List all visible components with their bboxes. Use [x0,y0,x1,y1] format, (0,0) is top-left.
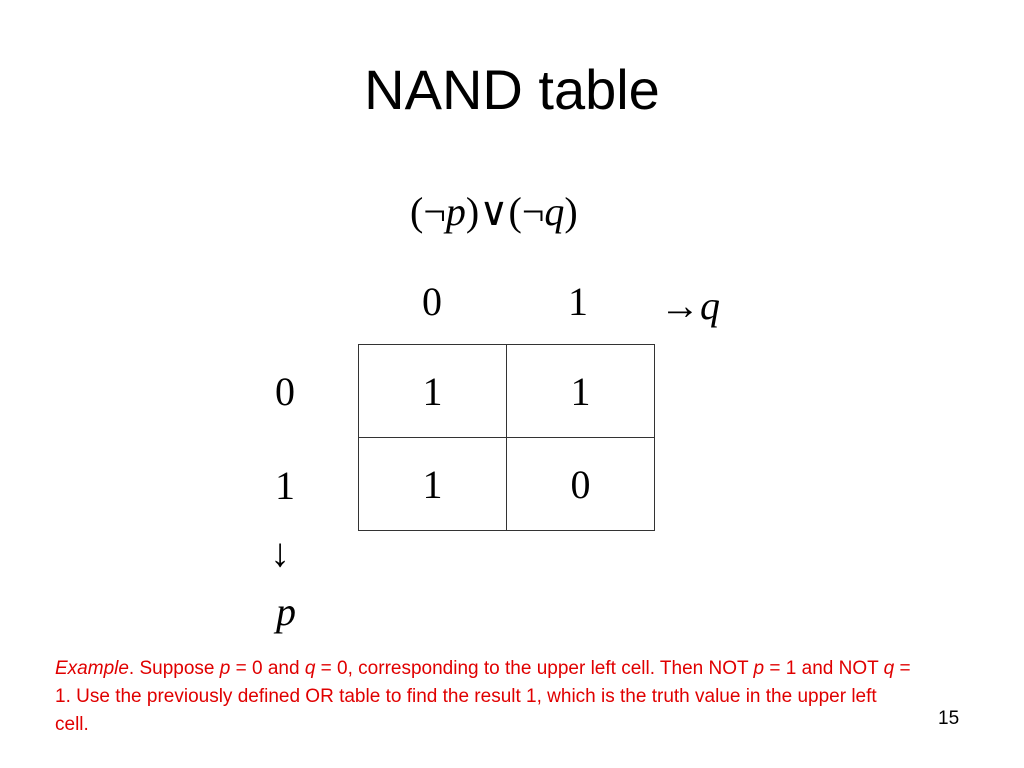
formula-not-symbol: ¬ [521,189,545,234]
row-header-1: 1 [275,463,295,508]
example-var-q: q [304,658,316,679]
formula-paren-close: ) [564,189,578,234]
table-cell: 1 [358,437,507,531]
table-row: 1 1 [358,344,655,438]
example-text: = 0, corresponding to the upper left cel… [315,658,754,679]
nand-formula: (¬p)∨(¬q) [410,192,578,232]
formula-paren-open: ( [508,189,522,234]
example-explanation: Example. Suppose p = 0 and q = 0, corres… [55,655,915,739]
row-var-p: p [276,589,296,634]
table-cell: 1 [358,344,507,438]
example-var-p: p [219,658,231,679]
example-var-p: p [753,658,765,679]
example-text: = 1. Use the previously defined OR table… [55,658,911,735]
down-arrow-icon: ↓ [270,530,290,575]
row-axis-label: p [276,592,296,632]
table-row: 1 0 [358,437,655,531]
formula-paren-open: ( [410,189,424,234]
formula-var-q: q [544,189,565,234]
row-header-0: 0 [275,369,295,414]
column-var-q: q [700,283,720,328]
right-arrow-icon: → [660,283,700,328]
column-axis-label: →q [660,286,720,326]
example-var-q: q [883,658,895,679]
formula-paren-close: ) [465,189,480,234]
slide-number: 15 [938,708,960,729]
slide-title: NAND table [364,58,660,121]
formula-not-symbol: ¬ [423,189,446,234]
column-header-0: 0 [422,279,442,324]
example-text: = 1 and NOT [764,658,884,679]
formula-or-symbol: ∨ [479,189,509,234]
table-cell: 1 [506,344,655,438]
example-text: = 0 and [230,658,305,679]
formula-var-p: p [445,189,466,234]
column-header-1: 1 [568,279,588,324]
table-cell: 0 [506,437,655,531]
example-text: . Suppose [128,658,220,679]
example-lead: Example [55,658,129,679]
nand-truth-table: 1 1 1 0 [358,344,655,531]
